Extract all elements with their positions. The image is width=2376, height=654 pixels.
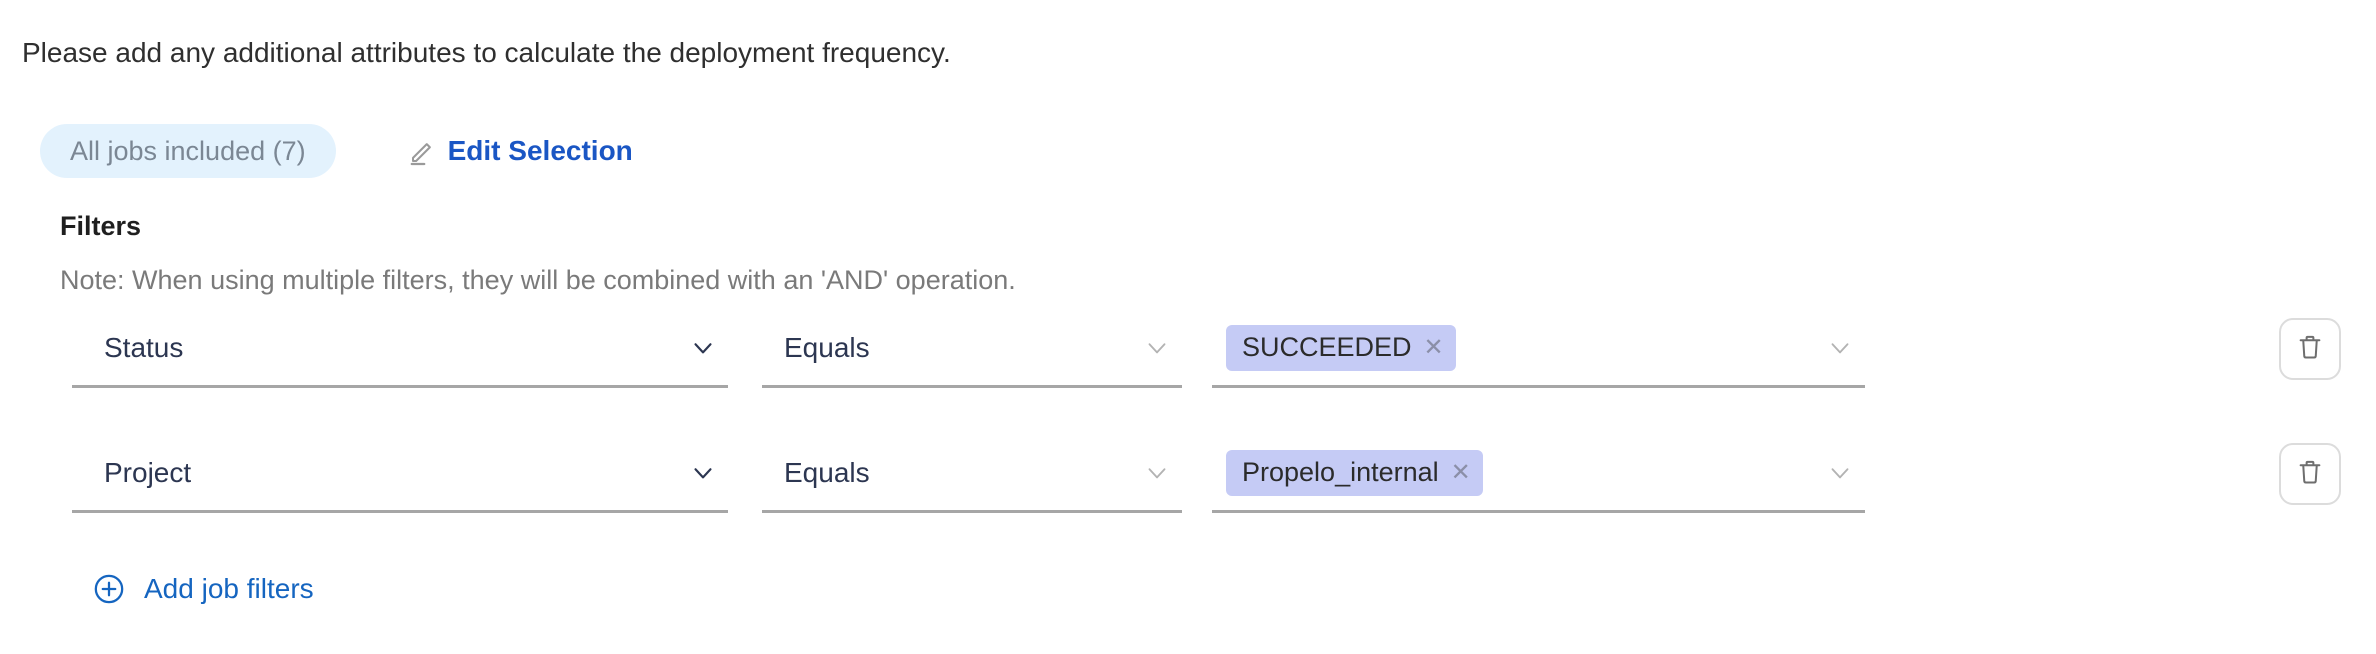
filter-value-tokens: Propelo_internal ✕ <box>1212 449 1483 496</box>
chevron-down-icon <box>686 456 720 490</box>
filter-operator-select[interactable]: Equals <box>762 310 1182 388</box>
chevron-down-icon <box>1140 456 1174 490</box>
close-icon[interactable]: ✕ <box>1423 333 1444 361</box>
filter-rows-container: Status Equals SUCCEEDED <box>0 310 2376 560</box>
trash-icon <box>2295 457 2325 492</box>
chevron-down-icon <box>686 331 720 365</box>
value-token[interactable]: Propelo_internal ✕ <box>1226 449 1483 496</box>
filter-attribute-value: Project <box>104 456 192 488</box>
pencil-icon <box>408 136 438 166</box>
filters-heading: Filters <box>60 211 142 241</box>
filter-attribute-select[interactable]: Project <box>72 435 728 513</box>
filter-row: Status Equals SUCCEEDED <box>0 310 2376 435</box>
filter-value-tokens: SUCCEEDED ✕ <box>1212 324 1456 371</box>
close-icon[interactable]: ✕ <box>1450 458 1471 486</box>
filters-note: Note: When using multiple filters, they … <box>60 265 1016 295</box>
delete-filter-button[interactable] <box>2279 318 2341 380</box>
filter-value-select[interactable]: SUCCEEDED ✕ <box>1212 310 1865 388</box>
intro-text: Please add any additional attributes to … <box>22 37 951 68</box>
value-token[interactable]: SUCCEEDED ✕ <box>1226 324 1456 371</box>
filter-operator-value: Equals <box>784 456 870 488</box>
add-job-filters-label: Add job filters <box>144 573 314 604</box>
edit-selection-link[interactable]: Edit Selection <box>408 136 633 166</box>
chevron-down-icon <box>1140 331 1174 365</box>
filter-operator-value: Equals <box>784 331 870 363</box>
add-job-filters-button[interactable]: Add job filters <box>92 572 314 606</box>
chevron-down-icon <box>1823 456 1857 490</box>
trash-icon <box>2295 332 2325 367</box>
value-token-label: SUCCEEDED <box>1242 332 1412 362</box>
filter-operator-select[interactable]: Equals <box>762 435 1182 513</box>
edit-selection-label: Edit Selection <box>447 135 633 166</box>
delete-filter-button[interactable] <box>2279 443 2341 505</box>
filter-attribute-select[interactable]: Status <box>72 310 728 388</box>
filter-value-select[interactable]: Propelo_internal ✕ <box>1212 435 1865 513</box>
value-token-label: Propelo_internal <box>1242 457 1439 487</box>
chevron-down-icon <box>1823 331 1857 365</box>
selection-row: All jobs included (7) Edit Selection <box>40 122 633 180</box>
filter-row: Project Equals Propelo_i <box>0 435 2376 560</box>
plus-circle-icon <box>92 572 126 606</box>
filter-attribute-value: Status <box>104 331 184 363</box>
jobs-included-chip[interactable]: All jobs included (7) <box>40 124 336 178</box>
